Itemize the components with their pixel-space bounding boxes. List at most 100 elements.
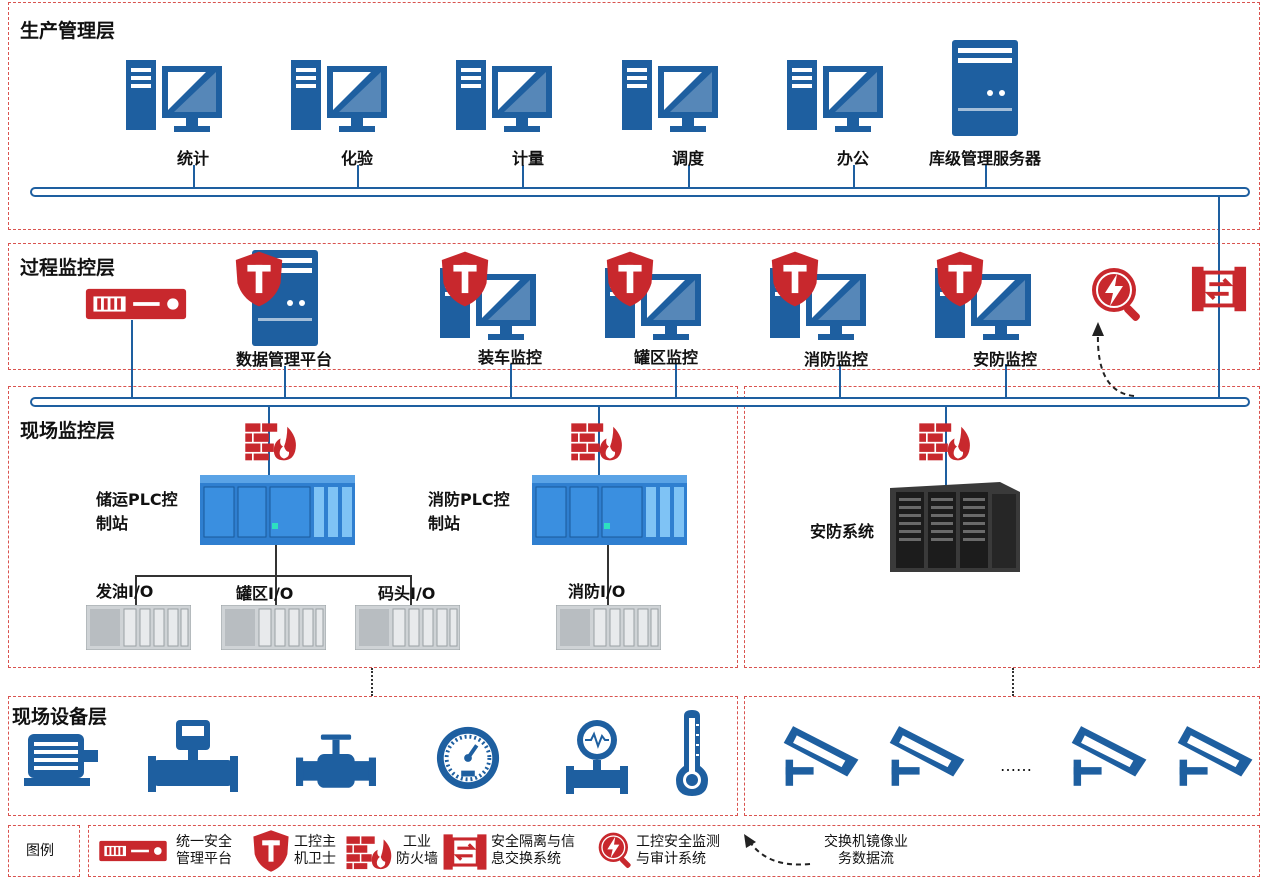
legend-label-isolation: 安全隔离与信 息交换系统 bbox=[491, 834, 575, 867]
shield-t-icon bbox=[440, 250, 490, 308]
link-tank bbox=[675, 364, 677, 398]
io-tree-mid bbox=[275, 575, 277, 605]
zone-field-monitor-left bbox=[8, 386, 738, 668]
zone-equipment-right bbox=[744, 696, 1260, 816]
link-fw2 bbox=[598, 405, 600, 475]
desktop-computer-icon bbox=[454, 58, 554, 138]
zone-process bbox=[8, 243, 1260, 370]
firewall-icon bbox=[916, 420, 978, 462]
node-label-dispatch: 调度 bbox=[671, 149, 705, 168]
io-module-icon bbox=[86, 605, 191, 650]
management-platform-icon bbox=[84, 285, 188, 323]
zone-production bbox=[8, 2, 1260, 230]
audit-monitor-icon bbox=[1088, 264, 1148, 324]
cctv-camera-icon bbox=[1174, 722, 1258, 788]
firewall-icon bbox=[242, 420, 304, 462]
shield-t-icon bbox=[234, 250, 284, 308]
io-tree-right bbox=[410, 575, 412, 605]
io-tree-bar bbox=[135, 575, 411, 577]
mirror-flow-arrow bbox=[744, 834, 811, 866]
dotted-link-left bbox=[371, 668, 373, 696]
node-label-meter: 计量 bbox=[511, 149, 545, 168]
desktop-computer-icon bbox=[289, 58, 389, 138]
shield-t-icon bbox=[935, 250, 985, 308]
plc1-label: 储运PLC控 制站 bbox=[96, 490, 178, 533]
layer-title-production: 生产管理层 bbox=[20, 20, 116, 42]
zone-legend-title bbox=[8, 825, 80, 877]
node-label-server: 库级管理服务器 bbox=[928, 149, 1042, 168]
node-label-tank: 罐区监控 bbox=[633, 348, 699, 367]
server-tower-icon bbox=[950, 38, 1020, 138]
node-label-stat: 统计 bbox=[176, 149, 210, 168]
management-platform-icon bbox=[98, 838, 168, 864]
plc-rack-icon bbox=[200, 475, 355, 545]
shield-t-icon bbox=[252, 829, 290, 873]
node-label-loading: 装车监控 bbox=[477, 348, 543, 367]
link-platform bbox=[131, 320, 133, 398]
io-label-dispatch: 发油I/O bbox=[96, 582, 154, 601]
io-label-dock: 码头I/O bbox=[378, 584, 436, 603]
node-label-security: 安防监控 bbox=[972, 350, 1038, 369]
io-module-icon bbox=[221, 605, 326, 650]
io-tree-trunk bbox=[275, 545, 277, 575]
io-label-fire: 消防I/O bbox=[568, 582, 626, 601]
link-data-mgmt bbox=[284, 366, 286, 398]
differential-pressure-icon bbox=[562, 718, 632, 798]
link-isolation bbox=[1218, 195, 1220, 398]
io-label-tank: 罐区I/O bbox=[236, 584, 294, 603]
cctv-camera-icon bbox=[1068, 722, 1152, 788]
production-bus bbox=[30, 187, 1250, 197]
desktop-computer-icon bbox=[785, 58, 885, 138]
node-label-office: 办公 bbox=[836, 149, 870, 168]
zone-equipment-left bbox=[8, 696, 738, 816]
zone-field-monitor-right bbox=[744, 386, 1260, 668]
shield-t-icon bbox=[605, 250, 655, 308]
security-system-label: 安防系统 bbox=[810, 522, 875, 541]
desktop-computer-icon bbox=[620, 58, 720, 138]
thermometer-icon bbox=[672, 708, 712, 798]
link-security bbox=[1005, 364, 1007, 398]
cctv-camera-icon bbox=[780, 722, 864, 788]
link-fire bbox=[839, 364, 841, 398]
link-lab bbox=[357, 165, 359, 189]
plc-rack-icon bbox=[532, 475, 687, 545]
camera-ellipsis: …… bbox=[1000, 756, 1032, 775]
plc2-label: 消防PLC控 制站 bbox=[428, 490, 510, 533]
dotted-link-right bbox=[1012, 668, 1014, 696]
isolation-gateway-icon bbox=[1190, 264, 1248, 314]
legend-label-audit: 工控安全监测 与审计系统 bbox=[636, 834, 720, 867]
link-loading bbox=[510, 364, 512, 398]
io-module-icon bbox=[556, 605, 661, 650]
zone-legend bbox=[88, 825, 1260, 877]
valve-icon bbox=[296, 728, 376, 796]
node-label-fire: 消防监控 bbox=[803, 350, 869, 369]
layer-title-process: 过程监控层 bbox=[20, 257, 116, 279]
io-module-icon bbox=[355, 605, 460, 650]
shield-t-icon bbox=[770, 250, 820, 308]
legend-label-platform: 统一安全 管理平台 bbox=[176, 834, 232, 867]
legend-label-host-guard: 工控主 机卫士 bbox=[294, 834, 336, 867]
legend-label-mirror-flow: 交换机镜像业 务数据流 bbox=[824, 834, 908, 867]
pressure-gauge-icon bbox=[434, 724, 502, 792]
layer-title-field-equipment: 现场设备层 bbox=[12, 706, 108, 728]
firewall-icon bbox=[568, 420, 630, 462]
link-stat bbox=[193, 165, 195, 189]
node-label-data-mgmt: 数据管理平台 bbox=[235, 350, 333, 369]
audit-monitor-icon bbox=[596, 830, 636, 870]
link-dispatch bbox=[688, 165, 690, 189]
flowmeter-icon bbox=[148, 718, 238, 798]
cctv-camera-icon bbox=[886, 722, 970, 788]
server-rack-icon bbox=[890, 482, 1020, 572]
legend-title: 图例 bbox=[26, 843, 54, 859]
motor-icon bbox=[22, 728, 102, 788]
legend-label-firewall: 工业 防火墙 bbox=[396, 834, 438, 867]
desktop-computer-icon bbox=[124, 58, 224, 138]
link-office bbox=[853, 165, 855, 189]
mirror-flow-arrow bbox=[1092, 322, 1135, 397]
io-tree-left bbox=[135, 575, 137, 605]
io-tree-fire bbox=[607, 545, 609, 605]
link-server bbox=[985, 165, 987, 189]
link-fw1 bbox=[268, 405, 270, 475]
isolation-gateway-icon bbox=[442, 832, 488, 872]
layer-title-field-monitor: 现场监控层 bbox=[20, 420, 116, 442]
